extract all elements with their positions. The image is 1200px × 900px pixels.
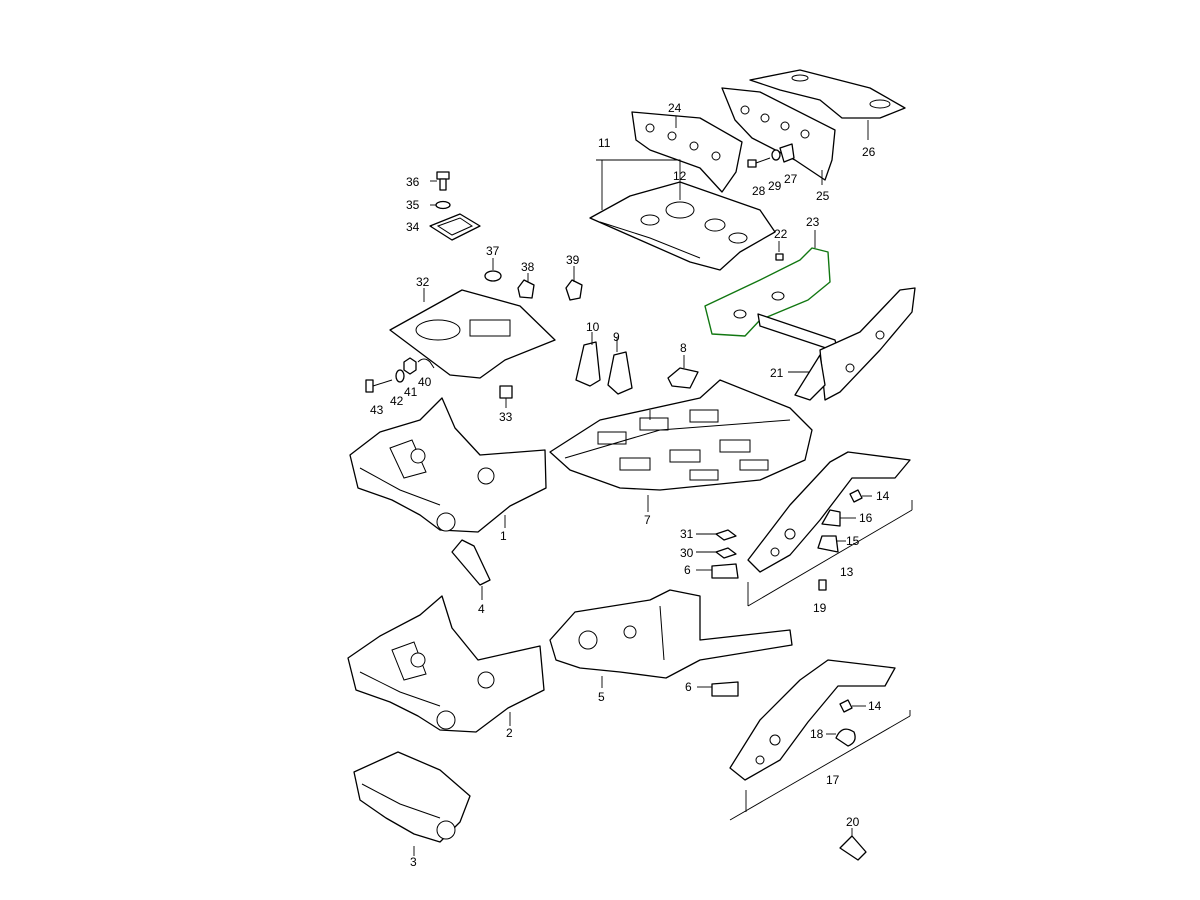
callout-27: 27 <box>784 172 798 186</box>
callout-8: 8 <box>680 341 687 355</box>
axle-tube-and-side-member <box>757 287 916 401</box>
part-21-gusset[interactable] <box>788 354 826 401</box>
callout-35: 35 <box>406 198 420 212</box>
callout-37: 37 <box>486 244 500 258</box>
part-28-bolt[interactable] <box>747 157 771 168</box>
callout-31: 31 <box>680 527 694 541</box>
part-23-axle-carrier[interactable] <box>704 230 831 337</box>
part-34-cover[interactable] <box>429 213 481 241</box>
leader-lines <box>430 180 651 420</box>
callout-21: 21 <box>770 366 784 380</box>
callout-3: 3 <box>410 855 417 869</box>
part-31-plate[interactable] <box>696 529 737 541</box>
part-4-bracket[interactable] <box>451 539 491 600</box>
callout-6b: 6 <box>685 680 692 694</box>
part-43-bolt[interactable] <box>365 379 393 393</box>
callout-34: 34 <box>406 220 420 234</box>
part-14-pin[interactable] <box>849 489 872 503</box>
callout-26: 26 <box>862 145 876 159</box>
part-32-floor-tray[interactable] <box>389 288 556 379</box>
callout-17: 17 <box>826 773 840 787</box>
callout-14a: 14 <box>876 489 890 503</box>
callout-33: 33 <box>499 410 513 424</box>
callout-4: 4 <box>478 602 485 616</box>
part-18-mount[interactable] <box>826 728 856 747</box>
callout-19: 19 <box>813 601 827 615</box>
part-11-rear-floor[interactable] <box>589 159 776 271</box>
callout-18: 18 <box>810 727 824 741</box>
part-42-washer[interactable] <box>395 369 405 383</box>
callout-6a: 6 <box>684 563 691 577</box>
callout-7: 7 <box>644 513 651 527</box>
part-14-pin-lower[interactable] <box>839 699 866 713</box>
callout-1: 1 <box>500 529 507 543</box>
callout-42: 42 <box>390 394 404 408</box>
callout-23: 23 <box>806 215 820 229</box>
part-40-clip[interactable] <box>417 358 435 369</box>
part-3-front-tub[interactable] <box>353 751 471 856</box>
callout-16: 16 <box>859 511 873 525</box>
part-39-plug[interactable] <box>565 266 583 301</box>
part-26-rear-panel[interactable] <box>749 69 906 140</box>
callout-28: 28 <box>752 184 766 198</box>
part-33-plate[interactable] <box>499 385 513 408</box>
callout-2: 2 <box>506 726 513 740</box>
callout-labels: 26 25 24 27 28 29 11 12 23 22 21 8 10 9 … <box>370 101 890 869</box>
part-24-heel-panel[interactable] <box>631 111 743 193</box>
part-13-side-member[interactable] <box>747 451 913 607</box>
callout-43: 43 <box>370 403 384 417</box>
callout-30: 30 <box>680 546 694 560</box>
callout-38: 38 <box>521 260 535 274</box>
part-36-bolt[interactable] <box>436 171 450 191</box>
callout-9: 9 <box>613 330 620 344</box>
part-27-bracket[interactable] <box>779 143 795 163</box>
callout-12: 12 <box>673 169 687 183</box>
callout-14b: 14 <box>868 699 882 713</box>
part-41-nut[interactable] <box>403 357 417 375</box>
part-38-clip[interactable] <box>517 273 535 299</box>
callout-13: 13 <box>840 565 854 579</box>
part-25-rear-crossmember[interactable] <box>721 87 836 185</box>
part-20-bracket[interactable] <box>839 828 867 861</box>
part-35-washer[interactable] <box>435 200 451 210</box>
part-30-plate[interactable] <box>696 547 737 559</box>
part-6-bracket-lower[interactable] <box>697 681 739 697</box>
part-29-washer[interactable] <box>771 149 781 161</box>
part-19-pin[interactable] <box>818 579 827 591</box>
part-6-bracket-upper[interactable] <box>696 563 739 579</box>
callout-40: 40 <box>418 375 432 389</box>
callout-32: 32 <box>416 275 430 289</box>
part-1-front-body[interactable] <box>349 397 547 533</box>
callout-20: 20 <box>846 815 860 829</box>
part-37-grommet[interactable] <box>484 258 502 282</box>
callout-36: 36 <box>406 175 420 189</box>
callout-15: 15 <box>846 534 860 548</box>
callout-22: 22 <box>774 227 788 241</box>
part-10-bracket[interactable] <box>575 332 601 387</box>
part-7-main-floor[interactable] <box>549 379 813 512</box>
part-9-bracket[interactable] <box>607 338 633 395</box>
callout-11: 11 <box>598 136 611 150</box>
part-5-inner-panel[interactable] <box>549 589 793 688</box>
part-15-block[interactable] <box>817 535 846 553</box>
part-22-spacer[interactable] <box>775 241 784 261</box>
part-16-mount[interactable] <box>821 509 856 527</box>
part-2-front-body[interactable] <box>347 595 545 733</box>
callout-10: 10 <box>586 320 600 334</box>
part-8-plate[interactable] <box>667 355 699 389</box>
callout-24: 24 <box>668 101 682 115</box>
callout-5: 5 <box>598 690 605 704</box>
part-17-side-member[interactable] <box>729 659 911 821</box>
callout-25: 25 <box>816 189 830 203</box>
callout-29: 29 <box>768 179 782 193</box>
callout-39: 39 <box>566 253 580 267</box>
callout-41: 41 <box>404 385 418 399</box>
